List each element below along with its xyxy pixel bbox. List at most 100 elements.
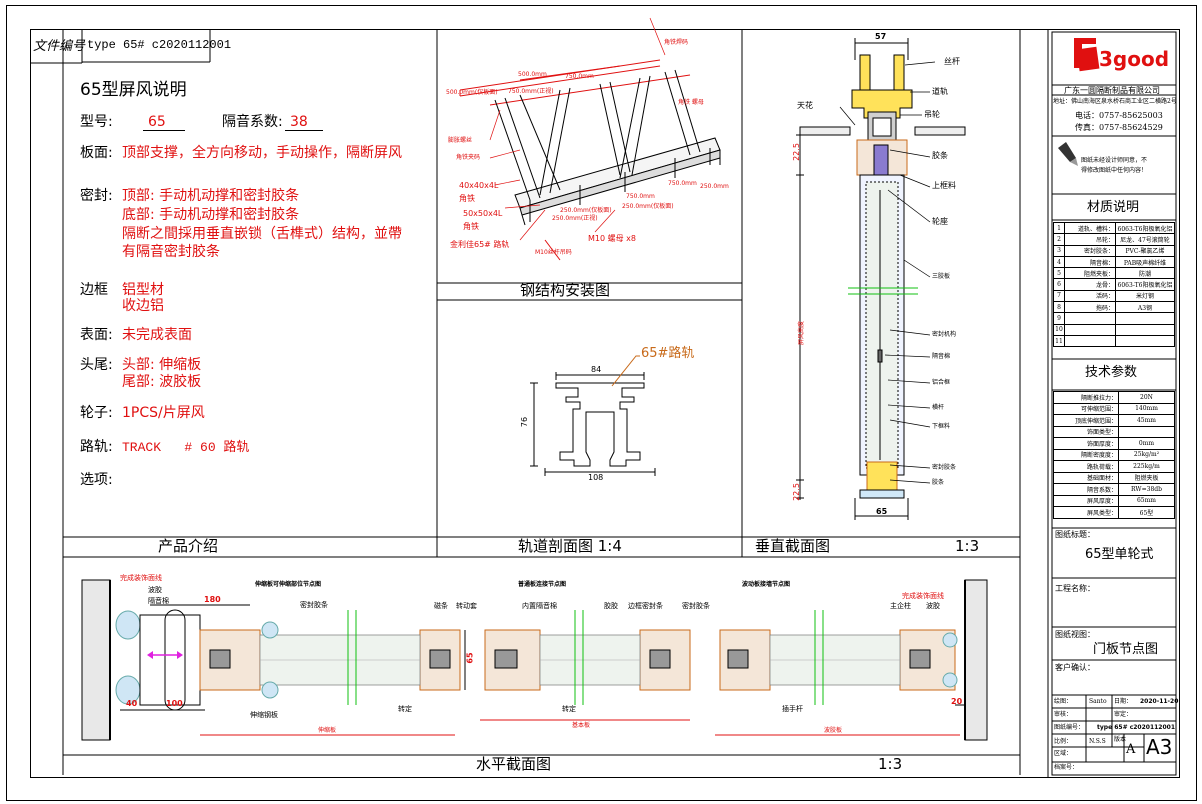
params-row: 基础面材：阻燃夹板 — [1053, 471, 1175, 484]
seal-between-1: 隔断之間採用垂直嵌锁（舌榫式）结构，並帶 — [122, 226, 402, 242]
version-label: 版本 — [1114, 736, 1127, 743]
company-logo: 3good — [1074, 38, 1169, 72]
params-cell-k: 可伸缩范围： — [1053, 402, 1119, 415]
steel-label: 角铁 — [463, 222, 479, 231]
params-row: 隔音系数：RW=38db — [1053, 483, 1175, 496]
company-name: 广东一圆隔断制品有限公司 — [1064, 86, 1160, 95]
materials-cell-n: 2 — [1053, 233, 1065, 246]
params-cell-k: 隔断推拉力： — [1053, 391, 1119, 404]
edge-label: 边框 — [80, 282, 108, 298]
company-phone: 电话：0757-85625003 — [1075, 111, 1163, 120]
materials-cell-v — [1115, 312, 1175, 325]
vertical-label: 铝合框 — [932, 379, 951, 386]
horizontal-section-footer: 水平截面图 — [476, 755, 552, 773]
vertical-label: 下框料 — [932, 423, 951, 430]
params-cell-v: 65mm — [1118, 494, 1175, 507]
model-underline — [143, 130, 185, 131]
vertical-label: 密封胶条 — [932, 464, 957, 471]
horizontal-label: 转定 — [562, 705, 576, 713]
materials-cell-v: PVC-聚氯乙烯 — [1115, 244, 1175, 257]
params-cell-v — [1118, 425, 1175, 438]
materials-cell-k: 吊轮： — [1064, 233, 1116, 246]
steel-label: 膨胀螺丝 — [448, 137, 473, 144]
seal-bottom: 底部: 手动机动撑和密封胶条 — [122, 207, 300, 223]
horizontal-label: 波胶板 — [824, 727, 843, 734]
vertical-label: 天花 — [797, 101, 813, 110]
params-row: 饰面厚度：0mm — [1053, 437, 1175, 450]
params-cell-k: 基础面材： — [1053, 471, 1119, 484]
model-value: 65 — [148, 114, 166, 130]
steel-label: 750.0mm(正视) — [508, 88, 554, 95]
steel-label: 50x50x4L — [463, 209, 503, 218]
vertical-label: 三胶板 — [932, 273, 951, 280]
materials-row: 10 — [1053, 323, 1175, 336]
horizontal-label: 密封胶条 — [682, 602, 710, 610]
params-cell-v: 140mm — [1118, 402, 1175, 415]
params-cell-k: 隔断密度度： — [1053, 448, 1119, 461]
materials-cell-k: 道轨、槽料： — [1064, 221, 1116, 235]
vertical-section-scale: 1:3 — [955, 537, 980, 555]
steel-label: 750.0mm — [626, 193, 655, 200]
horizontal-label: 180 — [204, 595, 221, 604]
steel-label: 750.0mm — [668, 180, 697, 187]
vertical-label: 丝杆 — [944, 57, 960, 66]
materials-cell-k — [1064, 334, 1116, 348]
acoustic-label: 隔音系数: — [222, 114, 283, 130]
pencil-icon — [1058, 142, 1078, 166]
vertical-label: 上框料 — [932, 181, 956, 190]
edge-2: 收边铝 — [122, 298, 164, 314]
params-row: 屏风类型：65型 — [1053, 506, 1175, 519]
dwg-no-label: 图纸编号： — [1054, 724, 1085, 731]
dim-225-top: 22.5 — [791, 143, 801, 161]
params-cell-v: 225kg/m — [1118, 460, 1175, 473]
dim-height: 76 — [520, 416, 530, 428]
horizontal-label: 普通板连接节点图 — [518, 581, 567, 588]
ratio-label: 比例： — [1054, 738, 1073, 745]
seal-label: 密封: — [80, 188, 113, 204]
horizontal-label: 插手杆 — [782, 705, 803, 713]
wheel-value: 1PCS/片屏风 — [122, 405, 205, 421]
version-value: A — [1126, 742, 1136, 757]
horizontal-label: 65 — [465, 652, 475, 664]
steel-label: 40x40x4L — [459, 181, 499, 190]
materials-cell-n: 9 — [1053, 312, 1065, 325]
materials-cell-n: 1 — [1053, 221, 1065, 235]
materials-title: 材质说明 — [1087, 200, 1140, 215]
materials-cell-v: 6063-T6阳极氧化铝 — [1115, 221, 1175, 235]
review-label: 审核： — [1054, 711, 1073, 718]
project-label: 工程名称： — [1055, 584, 1095, 593]
steel-label: 250.0mm(仅板面) — [622, 203, 674, 210]
page-title: 65型屏风说明 — [80, 80, 187, 100]
steel-label: M10丝杆吊码 — [535, 249, 572, 256]
materials-cell-k: 阻燃夹板： — [1064, 267, 1116, 280]
materials-cell-k: 隔音棉： — [1064, 255, 1116, 269]
track-profile-drawing — [530, 355, 656, 476]
horizontal-label: 密封胶条 — [300, 601, 328, 609]
paper-size: A3 — [1146, 735, 1173, 759]
materials-cell-k — [1064, 312, 1116, 325]
drawn-value: Santo — [1089, 698, 1107, 705]
surface-label: 表面: — [80, 327, 113, 343]
steel-label: 250.0mm(正视) — [552, 215, 598, 222]
steel-label: 金利佳65# 路轨 — [450, 240, 510, 249]
dim-width-bottom: 108 — [588, 473, 604, 482]
horizontal-label: 完成装饰面线 — [902, 592, 944, 600]
params-title: 技术参数 — [1085, 365, 1138, 380]
horizontal-label: 内置隔音棉 — [522, 602, 557, 610]
materials-cell-k — [1064, 323, 1116, 336]
steel-label: 250.0mm(仅板面) — [560, 207, 612, 214]
params-cell-k: 路轨荷载： — [1053, 460, 1119, 473]
dim-top: 57 — [875, 32, 887, 41]
drawing-title: 65型单轮式 — [1085, 547, 1154, 562]
drawn-label: 绘图： — [1054, 698, 1073, 705]
vertical-label: 密封机构 — [932, 331, 957, 338]
steel-label: 500.0mm — [518, 71, 547, 78]
vertical-label: 轮座 — [932, 217, 948, 226]
approve-label: 审定： — [1114, 711, 1133, 718]
